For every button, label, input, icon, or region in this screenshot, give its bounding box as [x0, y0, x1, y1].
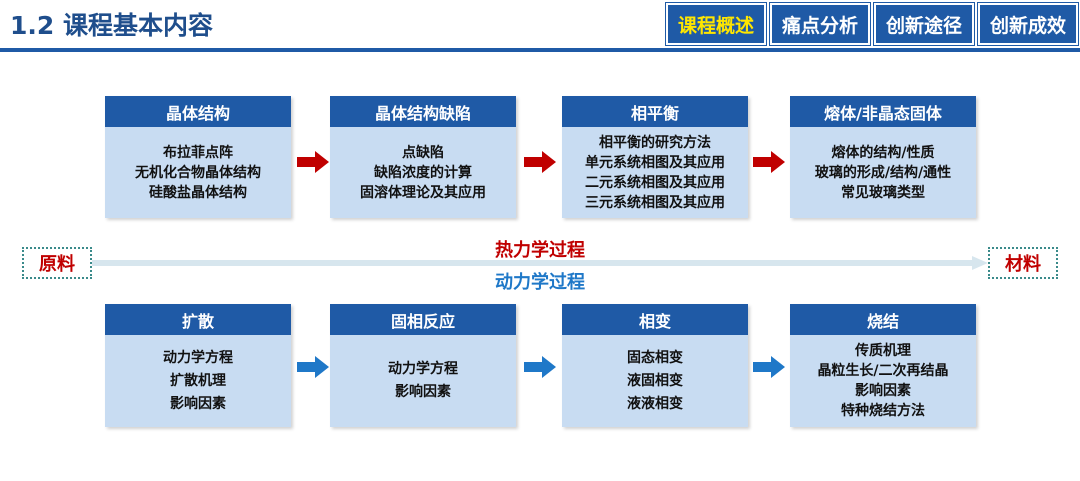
- card-item: 晶粒生长/二次再结晶: [817, 363, 949, 379]
- tab-innovation-paths[interactable]: 创新途径: [873, 3, 974, 45]
- tab-course-overview[interactable]: 课程概述: [665, 3, 766, 45]
- card-solid-state-reaction: 固相反应 动力学方程 影响因素: [330, 304, 516, 427]
- right-arrow-icon: [524, 151, 556, 173]
- card-title: 熔体/非晶态固体: [790, 96, 976, 127]
- card-item: 常见玻璃类型: [841, 184, 925, 201]
- card-item: 无机化合物晶体结构: [135, 164, 261, 181]
- card-item: 缺陷浓度的计算: [374, 164, 472, 181]
- card-body: 布拉菲点阵 无机化合物晶体结构 硅酸盐晶体结构: [105, 127, 291, 218]
- card-item: 固溶体理论及其应用: [360, 184, 486, 201]
- card-item: 单元系统相图及其应用: [585, 154, 725, 171]
- card-item: 玻璃的形成/结构/通性: [814, 164, 952, 181]
- page-title: 1.2 课程基本内容: [10, 11, 213, 40]
- card-title: 晶体结构: [105, 96, 291, 127]
- card-body: 动力学方程 扩散机理 影响因素: [105, 335, 291, 427]
- card-body: 传质机理 晶粒生长/二次再结晶 影响因素 特种烧结方法: [790, 335, 976, 427]
- card-item: 扩散机理: [170, 372, 226, 389]
- card-item: 影响因素: [170, 395, 226, 412]
- card-diffusion: 扩散 动力学方程 扩散机理 影响因素: [105, 304, 291, 427]
- card-item: 布拉菲点阵: [163, 144, 233, 161]
- right-arrow-icon: [753, 356, 785, 378]
- thermodynamic-process-label: 热力学过程: [495, 240, 585, 261]
- card-phase-equilibrium: 相平衡 相平衡的研究方法 单元系统相图及其应用 二元系统相图及其应用 三元系统相…: [562, 96, 748, 218]
- card-crystal-defects: 晶体结构缺陷 点缺陷 缺陷浓度的计算 固溶体理论及其应用: [330, 96, 516, 218]
- card-item: 液固相变: [627, 372, 683, 389]
- card-title: 晶体结构缺陷: [330, 96, 516, 127]
- card-item: 固态相变: [627, 349, 683, 366]
- card-item: 液液相变: [627, 395, 683, 412]
- card-title: 相变: [562, 304, 748, 335]
- card-title: 固相反应: [330, 304, 516, 335]
- card-item: 点缺陷: [402, 144, 444, 161]
- tab-innovation-results[interactable]: 创新成效: [977, 3, 1078, 45]
- right-arrow-icon: [297, 151, 329, 173]
- card-body: 点缺陷 缺陷浓度的计算 固溶体理论及其应用: [330, 127, 516, 218]
- card-item: 三元系统相图及其应用: [585, 194, 725, 211]
- card-item: 影响因素: [395, 384, 451, 400]
- right-arrow-icon: [524, 356, 556, 378]
- card-item: 影响因素: [855, 383, 911, 399]
- nav-tabs: 课程概述 痛点分析 创新途径 创新成效: [665, 3, 1078, 45]
- card-sintering: 烧结 传质机理 晶粒生长/二次再结晶 影响因素 特种烧结方法: [790, 304, 976, 427]
- right-arrow-icon: [753, 151, 785, 173]
- card-item: 特种烧结方法: [841, 403, 925, 419]
- card-body: 相平衡的研究方法 单元系统相图及其应用 二元系统相图及其应用 三元系统相图及其应…: [562, 127, 748, 218]
- right-arrow-icon: [297, 356, 329, 378]
- flow-end-box: 材料: [988, 247, 1058, 279]
- card-title: 烧结: [790, 304, 976, 335]
- card-melt-amorphous: 熔体/非晶态固体 熔体的结构/性质 玻璃的形成/结构/通性 常见玻璃类型: [790, 96, 976, 218]
- card-title: 相平衡: [562, 96, 748, 127]
- header-divider: [0, 48, 1080, 52]
- card-crystal-structure: 晶体结构 布拉菲点阵 无机化合物晶体结构 硅酸盐晶体结构: [105, 96, 291, 218]
- flow-arrow-line: [92, 256, 988, 270]
- card-item: 硅酸盐晶体结构: [149, 184, 247, 201]
- card-item: 动力学方程: [163, 349, 233, 366]
- flow-start-box: 原料: [22, 247, 92, 279]
- kinetic-process-label: 动力学过程: [495, 272, 585, 293]
- card-body: 动力学方程 影响因素: [330, 335, 516, 427]
- card-item: 熔体的结构/性质: [831, 144, 935, 161]
- card-item: 动力学方程: [388, 361, 458, 377]
- tab-pain-points[interactable]: 痛点分析: [769, 3, 870, 45]
- card-phase-transition: 相变 固态相变 液固相变 液液相变: [562, 304, 748, 427]
- card-body: 固态相变 液固相变 液液相变: [562, 335, 748, 427]
- card-body: 熔体的结构/性质 玻璃的形成/结构/通性 常见玻璃类型: [790, 127, 976, 218]
- card-item: 二元系统相图及其应用: [585, 174, 725, 191]
- card-item: 相平衡的研究方法: [599, 134, 711, 151]
- card-item: 传质机理: [855, 343, 911, 359]
- card-title: 扩散: [105, 304, 291, 335]
